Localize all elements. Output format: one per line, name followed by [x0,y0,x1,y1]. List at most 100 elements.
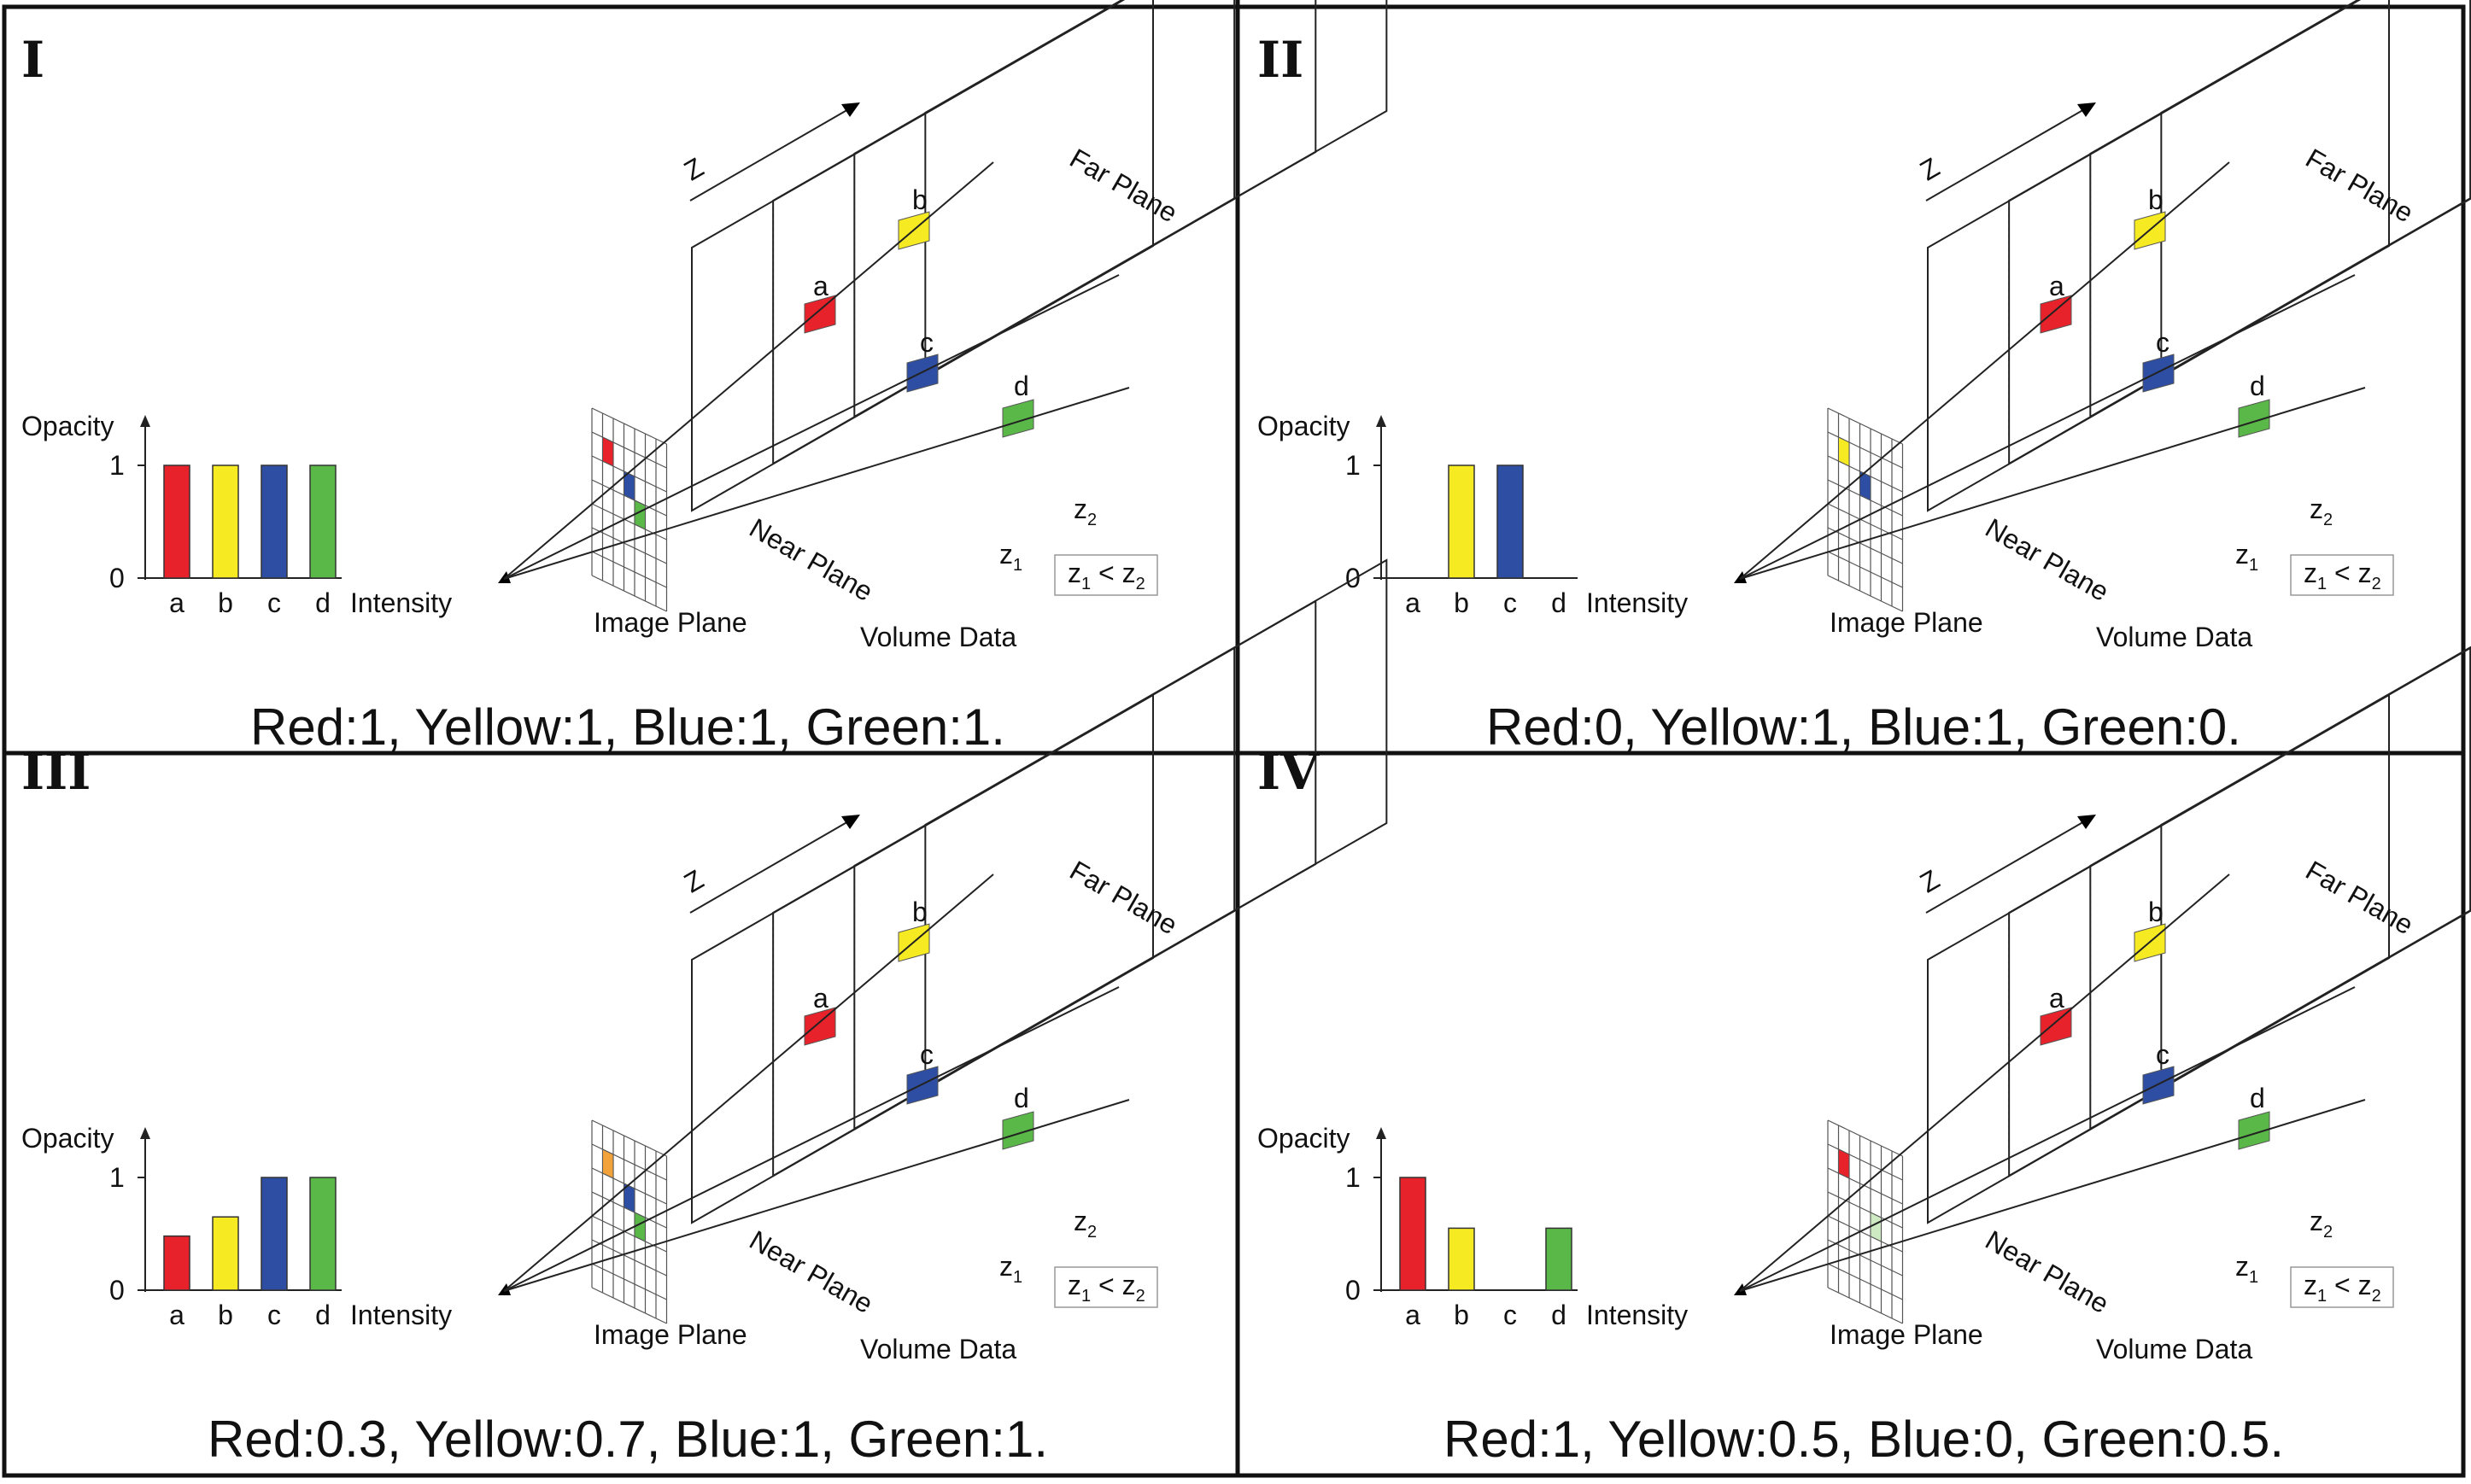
panel-number: IV [1257,743,1320,801]
volume-data-label: Volume Data [860,1334,1016,1364]
z2-subscript: 2 [1087,1223,1097,1242]
ray-c [1739,986,2356,1292]
near-plane-label: Near Plane [745,512,879,607]
bar-d [309,1177,337,1291]
ray-d [1739,1099,2366,1292]
image-plane-pixel-a [602,436,614,467]
image-plane-gridline [591,1215,667,1253]
z-axis-label: Z [1915,863,1945,898]
bar-b [212,464,239,579]
z2-label: z2 [2310,494,2333,529]
z-arrow-head [841,815,860,829]
z-arrow-head [2077,815,2096,829]
voxel-label-b: b [2148,184,2164,215]
ray-c [503,274,1120,580]
voxel-label-a: a [2049,983,2064,1014]
z-direction: Z [1915,102,2096,202]
image-plane-label: Image Plane [594,1319,747,1350]
voxel-label-a: a [813,271,829,301]
image-plane-gridline [1827,503,1903,540]
inequality-text: z [2304,558,2317,588]
image-plane-gridline [591,551,667,588]
inequality-subscript: 2 [2372,575,2381,593]
image-plane: Image Plane [591,1119,747,1350]
ray-a [503,873,994,1292]
y-axis-arrow [1376,415,1386,427]
image-plane-gridline [591,407,667,445]
panel-caption: Red:0.3, Yellow:0.7, Blue:1, Green:1. [208,1411,1048,1468]
x-tick-label-c: c [267,587,281,618]
voxel-d [1002,1111,1034,1150]
voxel-label-d: d [1014,1083,1029,1113]
inequality-text: z [1122,558,1136,588]
image-plane-pixel-d [634,1212,646,1242]
inequality-text: < [1091,1270,1121,1300]
bar-c [1496,464,1524,579]
x-tick-label-a: a [1405,587,1420,618]
y-axis-label: Opacity [1257,1123,1350,1154]
z-axis-label: Z [679,863,709,898]
panel-number: III [21,743,91,801]
x-tick-label-c: c [1503,587,1517,618]
x-tick-label-d: d [315,587,331,618]
voxel-label-b: b [2148,897,2164,927]
inequality-subscript: 2 [1136,1287,1145,1306]
x-tick-label-d: d [1551,1300,1566,1330]
x-tick-label-a: a [169,587,184,618]
z1-label: z1 [2235,1251,2258,1287]
image-plane-gridline [591,503,667,540]
image-plane-gridline [1827,1215,1903,1253]
image-plane-pixel-d [634,500,646,530]
volume-slice-4 [924,558,1388,1090]
image-plane-gridline [1827,1191,1903,1229]
panel-caption: Red:0, Yellow:1, Blue:1, Green:0. [1486,698,2241,756]
image-plane-gridline [591,527,667,564]
bar-b [212,1216,239,1291]
z-direction: Z [1915,815,2096,914]
ray-d [503,1099,1130,1292]
image-plane-pixel-a [1838,436,1850,467]
y-axis-arrow [140,1127,150,1139]
x-tick-label-b: b [218,1300,233,1330]
image-plane: Image Plane [591,407,747,638]
y-axis-label: Opacity [21,1123,114,1154]
voxel-label-d: d [2250,1083,2265,1113]
z1-subscript: 1 [2249,1268,2258,1287]
inequality-text: z [2358,558,2372,588]
bar-d [1545,1227,1572,1291]
z1-subscript: 1 [2249,556,2258,575]
z1-label: z1 [2235,539,2258,575]
panel-number: I [21,31,44,89]
inequality-text: < [2327,558,2357,588]
y-tick-label-1: 1 [109,1162,125,1193]
volume-slice-4 [2160,646,2471,1090]
image-plane-pixel-c [1859,470,1871,501]
voxel-label-c: c [920,327,934,358]
ray-d [1739,387,2366,580]
panel-caption: Red:1, Yellow:1, Blue:1, Green:1. [250,698,1005,756]
volume-slice-4 [924,0,1388,377]
voxel-c [906,353,939,393]
volume-slice-1 [1927,693,2390,1224]
voxel-label-a: a [2049,271,2064,301]
image-plane-pixel-d [1870,1212,1882,1242]
image-plane-gridline [591,1239,667,1277]
z-arrow-line [689,820,851,914]
z-arrow-head [2077,102,2096,117]
z2-subscript: 2 [2323,511,2333,529]
y-axis-label: Opacity [1257,411,1350,441]
voxel-label-b: b [912,897,928,927]
z2-label: z2 [2310,1206,2333,1242]
image-plane-gridline [591,1287,667,1324]
x-tick-label-a: a [1405,1300,1420,1330]
z-arrow-line [1925,108,2087,202]
image-plane-gridline [591,1263,667,1300]
volume-slice-1 [1927,0,2390,512]
